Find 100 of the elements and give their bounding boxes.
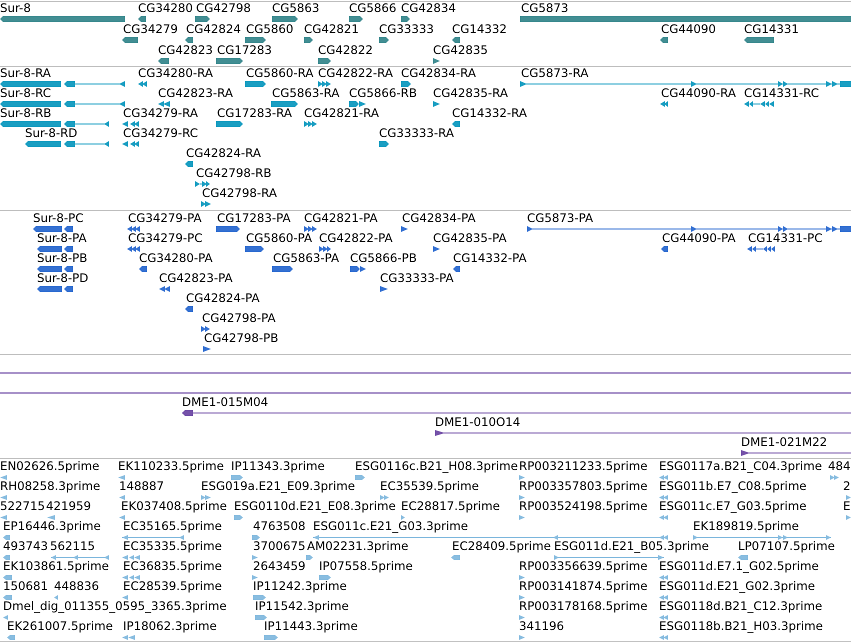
est-label: EC28539.5prime <box>123 580 222 593</box>
est-label: ESG0116c.B21_H08.3prime <box>355 460 518 473</box>
est-label: IP18062.3prime <box>123 620 217 633</box>
protein-label: CG42823-PA <box>159 272 233 285</box>
est-label: EN02626.5prime <box>0 460 100 473</box>
est-label: 484 <box>828 460 851 473</box>
transcript-label: Sur-8-RC <box>0 87 51 100</box>
transcript-label: CG42835-RA <box>433 87 508 100</box>
est-label: 562115 <box>50 540 96 553</box>
gene-label: CG34280 <box>138 2 193 15</box>
protein-label: CG34280-PA <box>139 252 213 265</box>
est-label: RP003211233.5prime <box>519 460 648 473</box>
est-label: E <box>843 500 850 513</box>
est-label: 4763508 <box>253 520 306 533</box>
est-label: RP003524198.5prime <box>519 500 648 513</box>
gene-label: CG42835 <box>433 44 488 57</box>
est-label: EC35539.5prime <box>380 480 479 493</box>
protein-label: Sur-8-PB <box>37 252 88 265</box>
clone-label: DME1-015M04 <box>182 396 268 409</box>
transcript-label: Sur-8-RD <box>25 127 78 140</box>
est-label: ESG0110d.E21_E08.3prime <box>234 500 396 513</box>
gene-label: CG5860 <box>246 23 294 36</box>
protein-label: Sur-8-PC <box>33 212 84 225</box>
est-label: ESG011c.E21_G03.3prime <box>313 520 468 533</box>
protein-label: CG5860-PA <box>246 232 312 245</box>
transcript-label: CG34279-RC <box>123 127 198 140</box>
est-label: EK189819.5prime <box>693 520 799 533</box>
gene-label: CG5873 <box>521 2 568 15</box>
protein-label: CG14331-PC <box>748 232 823 245</box>
est-label: RP003178168.5prime <box>519 600 648 613</box>
transcript-label: CG17283-RA <box>217 107 292 120</box>
gene-label: CG42821 <box>304 23 359 36</box>
est-label: 150681 <box>3 580 48 593</box>
transcript-label: CG33333-RA <box>379 127 454 140</box>
gene-label: CG42823 <box>158 44 213 57</box>
clone-label: DME1-021M22 <box>741 436 828 449</box>
est-label: EC28409.5prime <box>452 540 551 553</box>
transcript-label: CG5873-RA <box>521 67 588 80</box>
transcript-label: CG42798-RA <box>202 187 277 200</box>
gene-label: CG33333 <box>379 23 434 36</box>
protein-label: CG5866-PB <box>350 252 417 265</box>
transcript-label: CG42821-RA <box>304 107 379 120</box>
gene-label: CG42822 <box>318 44 373 57</box>
est-label: ESG011d.E21_G02.3prime <box>659 580 815 593</box>
gene-label: CG42834 <box>401 2 456 15</box>
gene-label: CG14331 <box>744 23 799 36</box>
est-label: 341196 <box>519 620 564 633</box>
est-label: EC35165.5prime <box>123 520 222 533</box>
est-label: 2643459 <box>253 560 306 573</box>
est-label: 448836 <box>54 580 100 593</box>
transcript-label: CG42834-RA <box>401 67 476 80</box>
est-label: IP11542.3prime <box>255 600 349 613</box>
est-label: LP07107.5prime <box>738 540 835 553</box>
gene-label: CG42798 <box>196 2 251 15</box>
est-label: 3700675 <box>253 540 306 553</box>
protein-label: CG33333-PA <box>380 272 454 285</box>
protein-label: CG14332-PA <box>453 252 527 265</box>
gene-label: Sur-8 <box>0 2 31 15</box>
protein-label: Sur-8-PD <box>37 272 88 285</box>
est-label: EC28817.5prime <box>401 500 500 513</box>
gene-label: CG5863 <box>272 2 320 15</box>
protein-label: CG42821-PA <box>304 212 378 225</box>
est-label: 421959 <box>46 500 92 513</box>
transcript-label: CG14331-RC <box>744 87 820 100</box>
protein-label: CG17283-PA <box>217 212 291 225</box>
protein-label: CG42824-PA <box>186 292 260 305</box>
est-label: EK110233.5prime <box>118 460 224 473</box>
transcript-label: CG42824-RA <box>186 147 261 160</box>
est-label: EC35335.5prime <box>123 540 222 553</box>
clone-label: DME1-010O14 <box>435 416 520 429</box>
est-label: 493743 <box>3 540 48 553</box>
transcript-label: CG42798-RB <box>196 167 272 180</box>
gene-label: CG44090 <box>661 23 716 36</box>
transcript-label: CG42823-RA <box>158 87 233 100</box>
protein-label: CG42798-PB <box>204 332 278 345</box>
est-label: 2 <box>843 480 851 493</box>
est-label: RP003141874.5prime <box>519 580 648 593</box>
est-label: ESG011d.E7.1_G02.5prime <box>659 560 819 573</box>
transcript-label: CG34279-RA <box>123 107 198 120</box>
transcript-label: Sur-8-RB <box>0 107 52 120</box>
est-label: ESG0117a.B21_C04.3prime <box>659 460 822 473</box>
protein-label: CG5863-PA <box>273 252 340 265</box>
protein-label: CG5873-PA <box>527 212 594 225</box>
est-label: IP11443.3prime <box>264 620 358 633</box>
gene-label: CG34279 <box>123 23 178 36</box>
gene-label: CG42824 <box>186 23 241 36</box>
est-label: ESG0118d.B21_C12.3prime <box>659 600 822 613</box>
est-label: EK261007.5prime <box>7 620 113 633</box>
est-label: ESG011c.E7_G03.5prime <box>659 500 806 513</box>
protein-label: CG42835-PA <box>433 232 507 245</box>
est-label: RH08258.3prime <box>0 480 100 493</box>
protein-label: CG42798-PA <box>202 312 276 325</box>
transcript-label: CG42822-RA <box>318 67 393 80</box>
transcript-label: CG14332-RA <box>452 107 527 120</box>
transcript-label: CG5860-RA <box>246 67 314 80</box>
est-label: EK037408.5prime <box>121 500 227 513</box>
protein-label: Sur-8-PA <box>37 232 87 245</box>
protein-label: CG42822-PA <box>319 232 393 245</box>
gene-label: CG5866 <box>349 2 396 15</box>
protein-label: CG42834-PA <box>402 212 476 225</box>
